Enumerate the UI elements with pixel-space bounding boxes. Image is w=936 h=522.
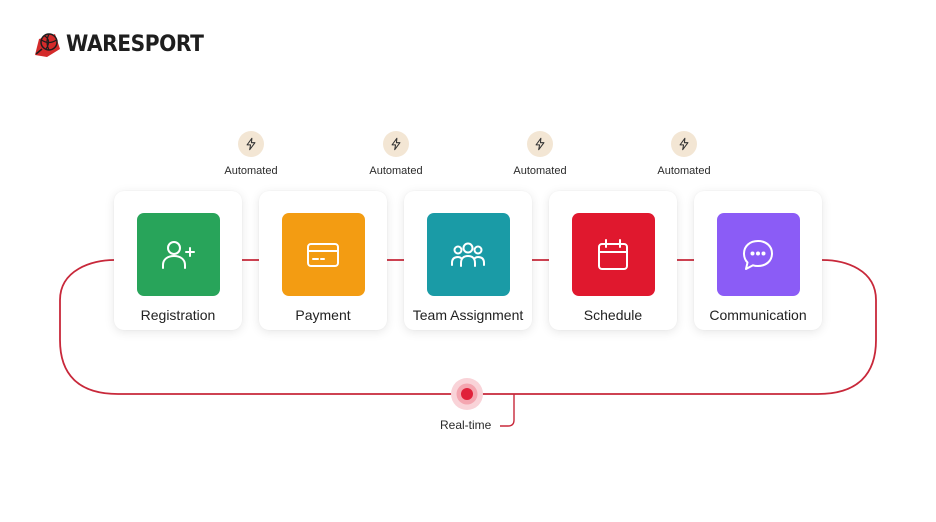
realtime-label: Real-time — [440, 418, 492, 432]
step-tile — [281, 213, 365, 296]
step-card-communication: Communication — [694, 191, 822, 330]
automation-label: Automated — [224, 165, 278, 177]
realtime-pulse-icon — [451, 378, 483, 410]
lightning-bolt-icon — [671, 131, 697, 157]
credit-card-icon — [307, 242, 339, 267]
brand-name: WARESPORT — [66, 31, 204, 57]
automation-badge: Automated — [629, 131, 739, 177]
lightning-bolt-icon — [383, 131, 409, 157]
lightning-bolt-icon — [527, 131, 553, 157]
step-card-payment: Payment — [259, 191, 387, 330]
step-card-registration: Registration — [114, 191, 242, 330]
users-group-icon — [451, 242, 485, 267]
step-label: Registration — [140, 307, 216, 323]
automation-label: Automated — [513, 165, 567, 177]
automation-label: Automated — [369, 165, 423, 177]
step-label: Communication — [709, 307, 807, 323]
automation-badge: Automated — [341, 131, 451, 177]
automation-label: Automated — [657, 165, 711, 177]
step-label: Team Assignment — [412, 307, 524, 323]
chat-bubble-icon — [743, 239, 773, 270]
step-label: Payment — [295, 307, 351, 323]
step-label: Schedule — [583, 307, 643, 323]
step-tile — [426, 213, 510, 296]
step-tile — [716, 213, 800, 296]
step-card-team-assignment: Team Assignment — [404, 191, 532, 330]
basketball-logo-icon — [35, 33, 60, 57]
step-card-schedule: Schedule — [549, 191, 677, 330]
lightning-bolt-icon — [238, 131, 264, 157]
step-tile — [136, 213, 220, 296]
step-tile — [571, 213, 655, 296]
user-add-icon — [162, 240, 195, 269]
calendar-icon — [598, 238, 628, 270]
automation-badge: Automated — [485, 131, 595, 177]
brand-logo: WARESPORT — [33, 27, 215, 61]
automation-badge: Automated — [196, 131, 306, 177]
